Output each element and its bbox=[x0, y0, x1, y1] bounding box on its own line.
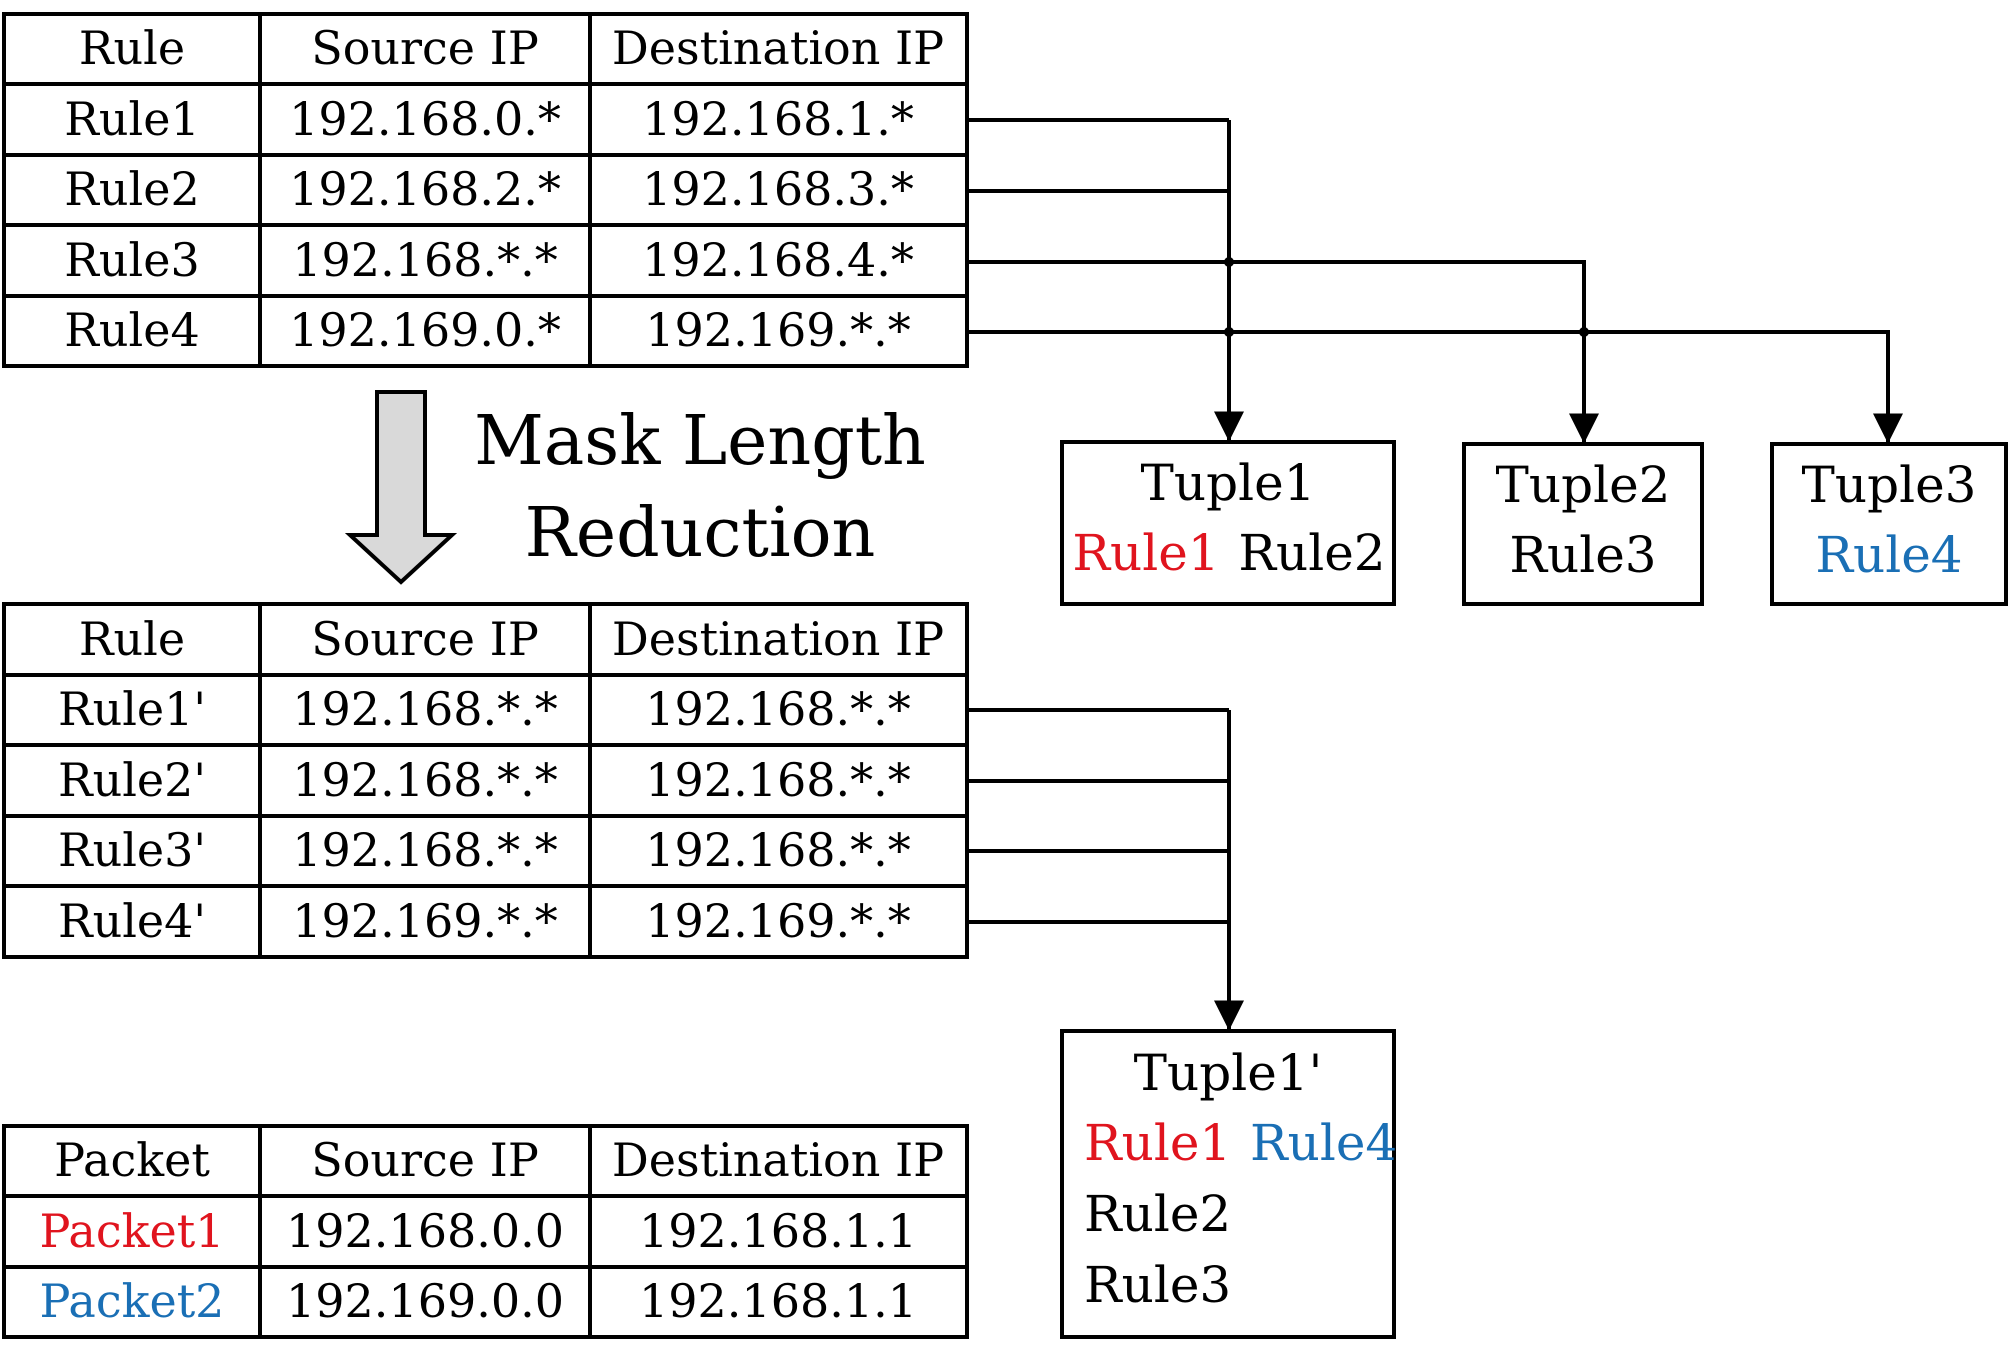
rule-name: Rule3' bbox=[58, 823, 206, 877]
tuple2-rule: Rule3 bbox=[1509, 526, 1656, 584]
rule-name: Rule3 bbox=[64, 233, 199, 287]
tuple1-box: Tuple1 Rule1 Rule2 bbox=[1060, 440, 1396, 606]
crossing-dots bbox=[1224, 257, 1589, 337]
source-ip-cell: 192.168.0.* bbox=[289, 92, 561, 146]
tuple3-rule-blue: Rule4 bbox=[1815, 526, 1962, 584]
mask-reduction-arrow bbox=[344, 390, 458, 585]
reduction-label-line2: Reduction bbox=[525, 494, 876, 573]
packet-name-blue: Packet2 bbox=[40, 1274, 225, 1328]
rule-name: Rule4 bbox=[64, 303, 199, 357]
packet-name-red: Packet1 bbox=[40, 1204, 225, 1258]
destination-ip-cell: 192.168.3.* bbox=[642, 162, 914, 216]
source-ip-cell: 192.169.*.* bbox=[292, 894, 557, 948]
packet-table: Packet Source IP Destination IP Packet1 … bbox=[2, 1124, 969, 1339]
reduction-label-line1: Mask Length bbox=[474, 402, 926, 481]
rule-name: Rule1' bbox=[58, 682, 206, 736]
tuple1-rule: Rule2 bbox=[1238, 524, 1385, 582]
header-source-ip: Source IP bbox=[311, 21, 539, 75]
tuple1-prime-rule-blue: Rule4 bbox=[1250, 1114, 1397, 1172]
source-ip-cell: 192.169.0.* bbox=[289, 303, 561, 357]
tuple1-prime-rule: Rule2 bbox=[1084, 1185, 1231, 1243]
tuple-connectors bbox=[967, 118, 1903, 444]
source-ip-cell: 192.168.*.* bbox=[292, 823, 557, 877]
tuple3-title: Tuple3 bbox=[1802, 456, 1977, 514]
header-rule: Rule bbox=[79, 21, 185, 75]
tuple1-prime-rule: Rule3 bbox=[1084, 1256, 1231, 1314]
destination-ip-cell: 192.168.*.* bbox=[645, 682, 910, 736]
source-ip-cell: 192.168.2.* bbox=[289, 162, 561, 216]
destination-ip-cell: 192.168.*.* bbox=[645, 753, 910, 807]
header-packet: Packet bbox=[54, 1133, 210, 1187]
rule-name: Rule4' bbox=[58, 894, 206, 948]
arrow-to-tuple2 bbox=[967, 260, 1599, 444]
source-ip-cell: 192.169.0.0 bbox=[286, 1274, 564, 1328]
destination-ip-cell: 192.168.*.* bbox=[645, 823, 910, 877]
source-ip-cell: 192.168.*.* bbox=[292, 753, 557, 807]
rules-table: Rule Source IP Destination IP Rule1 192.… bbox=[2, 12, 969, 368]
destination-ip-cell: 192.168.1.1 bbox=[639, 1204, 917, 1258]
header-source-ip: Source IP bbox=[311, 1133, 539, 1187]
rule-name: Rule1 bbox=[64, 92, 199, 146]
header-rule: Rule bbox=[79, 612, 185, 666]
source-ip-cell: 192.168.*.* bbox=[292, 233, 557, 287]
destination-ip-cell: 192.169.*.* bbox=[645, 303, 910, 357]
tuple3-box: Tuple3 Rule4 bbox=[1770, 442, 2008, 606]
header-destination-ip: Destination IP bbox=[612, 612, 944, 666]
reduced-rules-table: Rule Source IP Destination IP Rule1' 192… bbox=[2, 602, 969, 959]
destination-ip-cell: 192.169.*.* bbox=[645, 894, 910, 948]
source-ip-cell: 192.168.0.0 bbox=[286, 1204, 564, 1258]
tuple1-title: Tuple1 bbox=[1141, 454, 1316, 512]
junction-dot bbox=[1579, 327, 1589, 337]
header-destination-ip: Destination IP bbox=[612, 21, 944, 75]
destination-ip-cell: 192.168.1.1 bbox=[639, 1274, 917, 1328]
tuple1-rule-red: Rule1 bbox=[1072, 524, 1219, 582]
rule-name: Rule2' bbox=[58, 753, 206, 807]
tuple2-title: Tuple2 bbox=[1496, 456, 1671, 514]
arrow-to-tuple3 bbox=[967, 330, 1903, 444]
tuple1-prime-rule-red: Rule1 bbox=[1084, 1114, 1231, 1172]
source-ip-cell: 192.168.*.* bbox=[292, 682, 557, 736]
junction-dot bbox=[1224, 327, 1234, 337]
rule-name: Rule2 bbox=[64, 162, 199, 216]
tuple2-box: Tuple2 Rule3 bbox=[1462, 442, 1704, 606]
tuple1-prime-title: Tuple1' bbox=[1134, 1044, 1323, 1102]
junction-dot bbox=[1224, 257, 1234, 267]
reduced-connectors bbox=[967, 708, 1244, 1031]
destination-ip-cell: 192.168.1.* bbox=[642, 92, 914, 146]
tuple1-prime-box: Tuple1' Rule1 Rule4 Rule2 Rule3 bbox=[1060, 1029, 1397, 1339]
header-destination-ip: Destination IP bbox=[612, 1133, 944, 1187]
header-source-ip: Source IP bbox=[311, 612, 539, 666]
destination-ip-cell: 192.168.4.* bbox=[642, 233, 914, 287]
